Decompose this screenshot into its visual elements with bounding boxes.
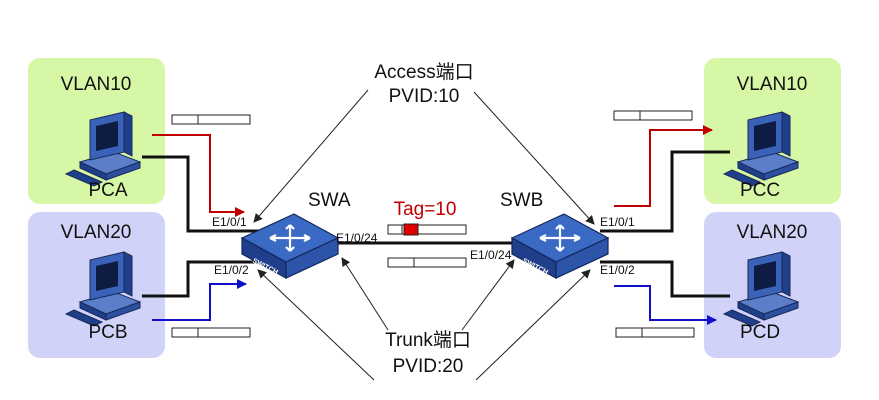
cable-swb-pcd [600, 260, 730, 298]
trunk-port-label: Trunk端口 [385, 329, 471, 351]
pointer-access-swa [253, 89, 369, 223]
port-label: E1/0/2 [600, 263, 635, 277]
frame-box-pcb [171, 327, 251, 338]
pointer-trunk-swb-e2 [475, 269, 591, 381]
cable-pcb-swa [142, 260, 262, 298]
vlan-label: VLAN20 [61, 222, 132, 243]
port-label: E1/0/24 [470, 248, 512, 262]
pc-label: PCC [740, 180, 780, 201]
frame-box-pcc [613, 110, 693, 121]
frame-flow-pcb [152, 279, 247, 321]
frame-box-pcd [615, 327, 695, 338]
port-label: E1/0/24 [336, 231, 378, 245]
cable-pca-swa [142, 155, 262, 233]
vlan-tag-marker [403, 223, 419, 236]
frame-box-pca [171, 114, 251, 125]
access-port-label: Access端口 [374, 61, 473, 83]
frame-flow-pcc [614, 125, 713, 207]
switch-swa: SWITCH [240, 213, 340, 280]
frame-boxes [171, 110, 695, 338]
cables [142, 150, 730, 298]
pc-label: PCD [740, 322, 780, 343]
access-pvid-label: PVID:10 [389, 86, 460, 107]
vlan-label: VLAN20 [737, 222, 808, 243]
port-label: E1/0/1 [212, 215, 247, 229]
pointer-lines [253, 89, 595, 381]
pointer-trunk-swa-e2 [257, 269, 375, 381]
trunk-pvid-label: PVID:20 [393, 356, 464, 377]
vlan-label: VLAN10 [737, 74, 808, 95]
vlan-label: VLAN10 [61, 74, 132, 95]
tag-label: Tag=10 [394, 199, 457, 220]
switch-swb: SWITCH [510, 213, 610, 280]
frame-flow-pcd [614, 285, 717, 325]
swb-name: SWB [500, 190, 543, 211]
port-label: E1/0/2 [214, 263, 249, 277]
port-label: E1/0/1 [600, 215, 635, 229]
frame-box-trunk-untagged [387, 257, 467, 268]
cable-swb-pcc [600, 150, 730, 233]
pointer-trunk-swa [341, 257, 389, 331]
pointer-access-swb [473, 91, 595, 225]
pc-label: PCB [88, 322, 127, 343]
frame-flow-pca [152, 134, 245, 217]
swa-name: SWA [308, 190, 351, 211]
pointer-trunk-swb [461, 259, 515, 331]
frame-box-trunk-tagged [387, 224, 467, 235]
pc-label: PCA [88, 180, 127, 201]
